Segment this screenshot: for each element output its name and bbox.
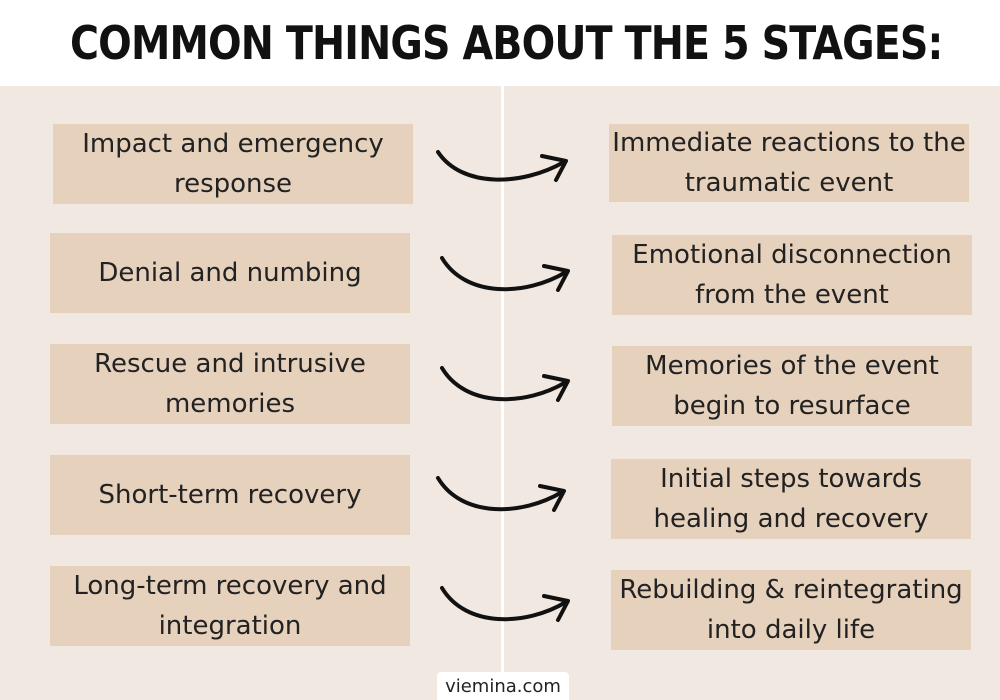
stage-box-2: Denial and numbing	[50, 233, 410, 313]
footer-text: viemina.com	[445, 675, 561, 697]
stage-box-5: Long-term recovery and integration	[50, 566, 410, 646]
arrow-icon	[440, 586, 570, 622]
footer-watermark: viemina.com	[437, 672, 569, 700]
description-box-4: Initial steps towards healing and recove…	[611, 459, 971, 539]
header: COMMON THINGS ABOUT THE 5 STAGES:	[0, 0, 1000, 86]
description-label-5: Rebuilding & reintegrating into daily li…	[619, 575, 963, 645]
description-box-1: Immediate reactions to the traumatic eve…	[609, 124, 969, 202]
description-box-5: Rebuilding & reintegrating into daily li…	[611, 570, 971, 650]
center-divider	[501, 86, 504, 700]
page-title: COMMON THINGS ABOUT THE 5 STAGES:	[70, 16, 943, 70]
description-label-3: Memories of the event begin to resurface	[645, 351, 939, 421]
stage-label-3: Rescue and intrusive memories	[94, 349, 366, 419]
description-label-2: Emotional disconnection from the event	[632, 240, 952, 310]
arrow-icon	[436, 150, 568, 182]
stage-box-3: Rescue and intrusive memories	[50, 344, 410, 424]
stage-label-1: Impact and emergency response	[82, 129, 384, 199]
stage-label-2: Denial and numbing	[98, 258, 362, 288]
arrow-icon	[436, 476, 566, 512]
arrow-icon	[440, 366, 570, 402]
stage-box-4: Short-term recovery	[50, 455, 410, 535]
description-label-4: Initial steps towards healing and recove…	[653, 464, 929, 534]
description-label-1: Immediate reactions to the traumatic eve…	[612, 128, 966, 198]
description-box-3: Memories of the event begin to resurface	[612, 346, 972, 426]
stage-label-4: Short-term recovery	[98, 480, 362, 510]
stage-label-5: Long-term recovery and integration	[73, 571, 387, 641]
description-box-2: Emotional disconnection from the event	[612, 235, 972, 315]
stage-box-1: Impact and emergency response	[53, 124, 413, 204]
arrow-icon	[440, 256, 570, 292]
